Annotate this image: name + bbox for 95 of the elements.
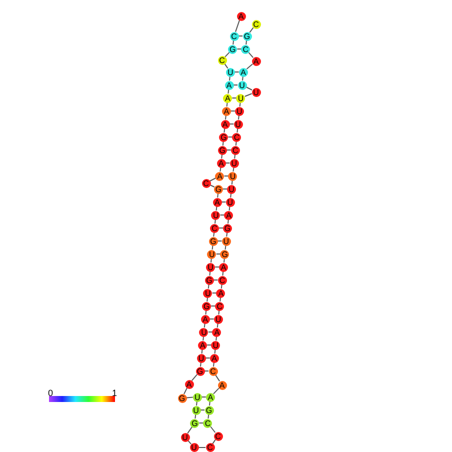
backbone-line — [210, 184, 215, 188]
backbone-line — [210, 426, 216, 433]
scale-tick-label: 0 — [48, 389, 54, 398]
nucleotide-circle: A — [212, 198, 222, 206]
scale-tick-label: 1 — [112, 389, 118, 398]
nucleotide-circle: G — [202, 302, 212, 310]
nucleotide-circle: A — [216, 158, 226, 168]
nucleotide-circle: C — [208, 366, 218, 376]
nucleotide-circle: U — [214, 314, 223, 324]
nucleotide-circle: A — [220, 120, 230, 128]
nucleotide-circle: C — [203, 418, 212, 428]
nucleotide-circle: G — [208, 236, 218, 246]
backbone-line — [198, 447, 206, 448]
nucleotide-circle: A — [223, 94, 232, 102]
nucleotide-circle: G — [178, 394, 186, 402]
nucleotide-circle: G — [204, 406, 214, 414]
base-pair-line — [228, 136, 233, 138]
nucleotide-circle: U — [199, 328, 208, 336]
nucleotide-circle: C — [218, 276, 227, 284]
nucleotide-circle: C — [241, 44, 250, 54]
base-pair-line — [222, 188, 228, 190]
nucleotide-circle: A — [206, 392, 215, 402]
nucleotide-circle: U — [207, 250, 216, 258]
nucleotide-circle: U — [196, 354, 206, 362]
backbone-line — [186, 396, 194, 398]
base-pair-line — [230, 110, 236, 112]
backbone-line — [248, 52, 254, 58]
nucleotide-circle: G — [242, 32, 252, 40]
nucleotide-circle: U — [252, 88, 260, 96]
nucleotide-circle: C — [252, 20, 260, 28]
nucleotide-circle: U — [234, 120, 243, 128]
backbone-line — [191, 374, 198, 382]
nucleotide-circle: U — [228, 172, 238, 180]
nucleotide-circle: U — [203, 288, 212, 298]
backbone-line — [249, 27, 254, 33]
nucleotide-circle: U — [211, 210, 220, 220]
nucleotide-circle: A — [210, 354, 219, 362]
nucleotide-circle: A — [216, 288, 226, 298]
nucleotide-circle: G — [196, 366, 204, 376]
nucleotide-circle: G — [218, 146, 227, 154]
nucleotide-circle: G — [223, 224, 232, 232]
nucleotide-circle: C — [218, 56, 226, 64]
nucleotide-circle: U — [226, 198, 235, 206]
nucleotide-circle: A — [218, 380, 226, 390]
nucleotide-circle: A — [215, 172, 224, 180]
backbone-line — [246, 64, 254, 70]
nucleotide-circle: A — [184, 380, 194, 388]
nucleotide-circle: U — [206, 262, 216, 272]
nucleotide-circle: A — [236, 12, 246, 20]
nucleotide-circle: C — [214, 432, 222, 440]
base-pair-line — [201, 396, 206, 398]
nucleotide-circle: C — [202, 178, 210, 188]
nucleotide-circle: U — [211, 340, 220, 350]
nucleotide-circle: U — [226, 184, 236, 194]
base-pair-line — [209, 318, 214, 320]
nucleotide-circle: A — [224, 80, 234, 90]
nucleotide-circle: A — [200, 314, 210, 324]
base-pair-line — [198, 422, 204, 424]
backbone-line — [214, 374, 220, 382]
backbone-line — [213, 388, 220, 394]
nucleotide-circle: G — [190, 418, 200, 428]
nucleotide-circle: G — [204, 276, 214, 284]
nucleotide-circle: A — [222, 106, 231, 116]
nucleotide-circle: A — [252, 56, 260, 66]
nucleotide-circle: G — [214, 184, 223, 194]
nucleotide-circle: U — [234, 106, 244, 116]
nucleotide-circle: U — [180, 432, 190, 442]
nucleotide-circle: C — [232, 132, 242, 142]
nucleotide-circle: U — [236, 94, 246, 102]
nucleotide-circle: U — [230, 158, 239, 168]
backbone-line — [244, 93, 252, 97]
nucleotide-circle: C — [230, 32, 238, 40]
nucleotide-circle: C — [210, 224, 219, 232]
nucleotide-circle: A — [198, 340, 208, 350]
nucleotide-circle: C — [206, 443, 214, 452]
nucleotide-circle: C — [230, 146, 240, 154]
nucleotide-circle: A — [212, 328, 222, 336]
nucleotide-circle: G — [220, 250, 230, 258]
nucleotide-circle: U — [222, 236, 231, 246]
nucleotide-circle: A — [219, 262, 228, 272]
nucleotide-circle: G — [228, 44, 238, 54]
nucleotide-circle: U — [190, 443, 198, 452]
nucleotide-circle: U — [192, 392, 202, 402]
base-pair-line — [214, 266, 220, 268]
nucleotide-circle: U — [226, 68, 235, 76]
backbone-line — [212, 439, 216, 444]
nucleotide-circle: C — [215, 302, 224, 310]
nucleotide-circle: A — [238, 68, 248, 76]
nucleotide-circle: U — [192, 406, 201, 414]
backbone-line — [235, 20, 240, 32]
nucleotide-circle: U — [238, 80, 247, 90]
nucleotide-circle: G — [219, 132, 228, 142]
base-pair-line — [206, 344, 212, 346]
nucleotide-circle: A — [224, 210, 234, 220]
base-pair-line — [236, 48, 242, 50]
